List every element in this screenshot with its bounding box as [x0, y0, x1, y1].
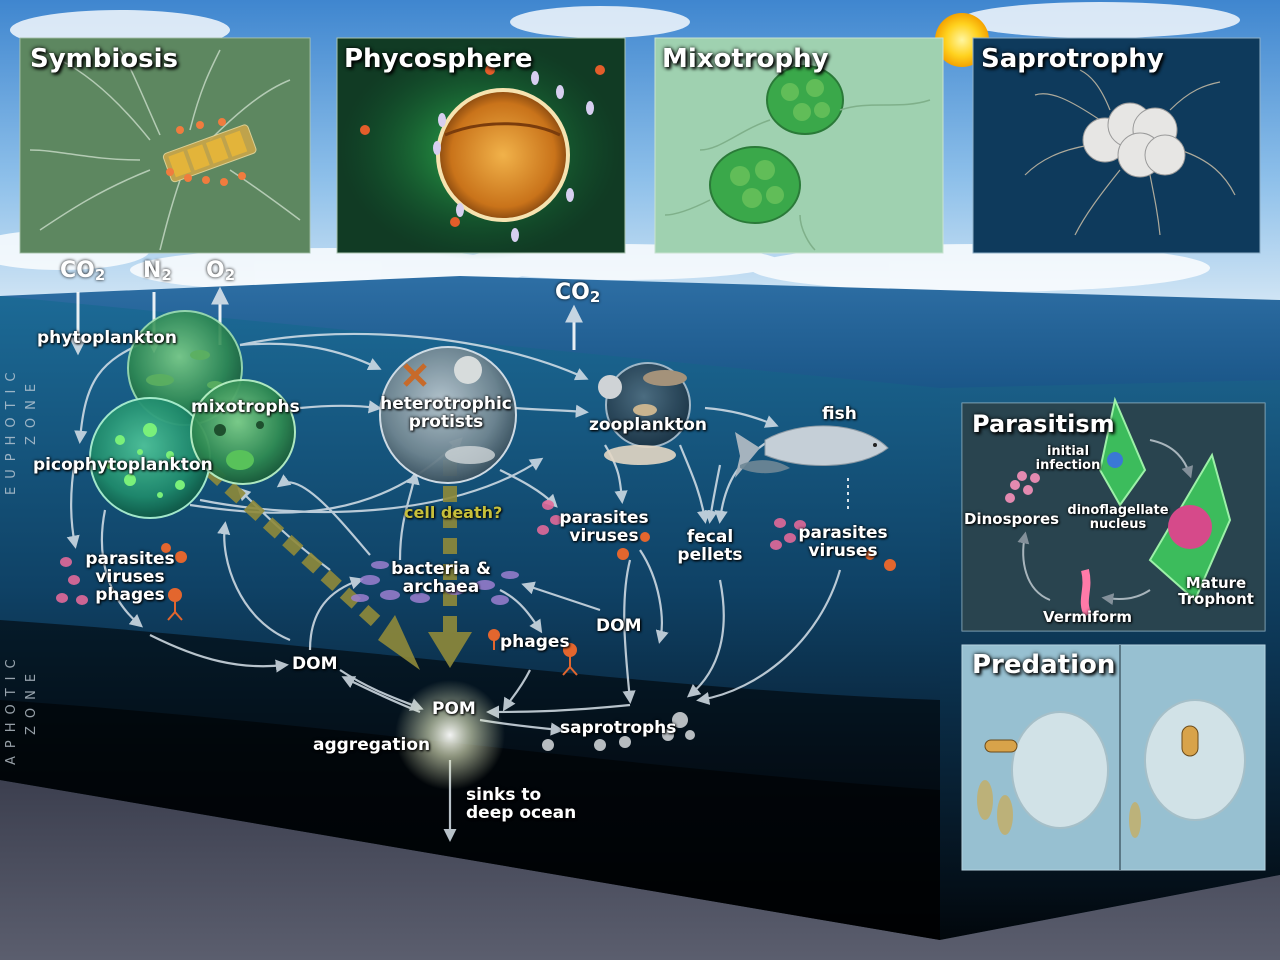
panel-phycosphere-image — [336, 37, 626, 260]
saprotrophs-label: saprotrophs — [560, 718, 677, 738]
zooplankton-label: zooplankton — [589, 415, 708, 435]
aphotic-zone-label-line2: ZONE — [24, 665, 39, 735]
aphotic-zone-label-line1: APHOTIC — [4, 651, 19, 765]
fish-illustration — [735, 425, 889, 478]
aggregation-label: aggregation — [313, 735, 431, 755]
zooplankton-bubble — [598, 362, 691, 465]
panel-parasitism-image — [961, 396, 1266, 632]
o2-label: O2 — [206, 258, 236, 284]
euphotic-zone-label-line1: EUPHOTIC — [4, 364, 19, 495]
phytoplankton-label: phytoplankton — [37, 328, 177, 348]
symbiosis-title: Symbiosis — [30, 44, 179, 74]
parasitism-title: Parasitism — [972, 410, 1115, 438]
heterotrophic-protists-bubble — [379, 346, 517, 484]
mixotrophs-bubble — [190, 379, 296, 485]
dom-right-label: DOM — [596, 616, 642, 636]
dom-left-label: DOM — [292, 654, 338, 674]
panel-mixotrophy-image — [654, 37, 944, 254]
n2-label: N2 — [143, 258, 172, 284]
dinospores-label: Dinospores — [964, 510, 1060, 528]
pom-label: POM — [432, 699, 476, 719]
cell-death-label: cell death? — [404, 503, 503, 522]
predation-title: Predation — [972, 650, 1116, 680]
co2-label-right: CO2 — [555, 280, 601, 306]
vermiform-label: Vermiform — [1043, 608, 1132, 626]
mixotrophs-label: mixotrophs — [191, 397, 300, 417]
bacteria-archaea-label: bacteria &archaea — [391, 559, 491, 597]
fish-label: fish — [822, 404, 857, 424]
euphotic-zone-label-line2: ZONE — [24, 375, 39, 445]
picophytoplankton-label: picophytoplankton — [33, 455, 213, 475]
saprotrophy-title: Saprotrophy — [981, 44, 1164, 74]
mixotrophy-title: Mixotrophy — [662, 44, 829, 74]
panel-saprotrophy-image — [972, 37, 1261, 254]
phycosphere-title: Phycosphere — [344, 44, 533, 74]
phages-label: phages — [500, 632, 570, 652]
co2-label-left: CO2 — [60, 258, 106, 284]
panel-predation-image — [961, 644, 1266, 871]
picophytoplankton-bubble — [89, 397, 211, 519]
panel-symbiosis-image — [19, 37, 311, 254]
